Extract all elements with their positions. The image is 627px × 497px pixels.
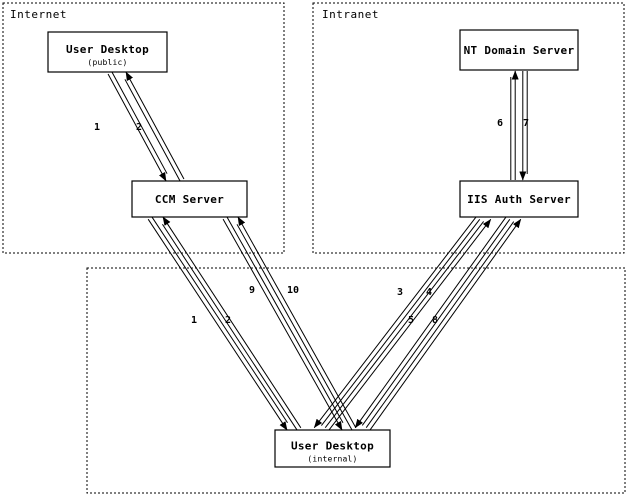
- edge-line-primary: [125, 71, 185, 180]
- edge-e9-ccm-down: [222, 216, 344, 431]
- edge-line-primary: [237, 216, 357, 429]
- edge-label-e3-iis-down: 3: [397, 287, 403, 298]
- edge-e1-internal-up: [147, 216, 288, 431]
- node-box-ccm-server[interactable]: [131, 180, 248, 218]
- edge-line-primary: [107, 73, 167, 182]
- edge-e7-nt-to-iis: [519, 71, 528, 181]
- edge-line-secondary: [226, 216, 344, 423]
- edge-line-secondary: [361, 218, 511, 426]
- edge-e2-ccm-to-public: [124, 71, 185, 182]
- edge-e4-internal-to-iis: [324, 218, 492, 431]
- edge-labels-layer: 1 2 1 2 9 10 3 4 5 8 6 7: [94, 118, 529, 326]
- edge-line-primary: [328, 218, 492, 431]
- edge-e6-iis-to-nt: [510, 70, 519, 180]
- node-box-user-desktop-public[interactable]: [47, 31, 168, 73]
- node-user-desktop-public[interactable]: User Desktop (public): [47, 31, 168, 73]
- edge-e5-iis-down-2: [354, 216, 511, 429]
- edge-label-e8-internal-to-iis: 8: [432, 315, 438, 326]
- node-box-nt-domain-server[interactable]: [459, 29, 579, 71]
- edge-e3-iis-down: [313, 216, 481, 429]
- edge-line-secondary: [236, 224, 353, 431]
- node-box-iis-auth-server[interactable]: [459, 180, 579, 218]
- node-ccm-server[interactable]: CCM Server: [131, 180, 248, 218]
- nodes-layer: User Desktop (public) CCM Server NT Domain …: [47, 29, 579, 468]
- edge-label-e10-internal-up: 10: [287, 285, 299, 296]
- zone-boundary-intranet: [312, 2, 625, 254]
- edge-label-e1-public-to-ccm: 1: [94, 122, 100, 133]
- edge-label-e6-iis-to-nt: 6: [497, 118, 503, 129]
- zone-boundary-local: [86, 267, 626, 494]
- node-box-user-desktop-internal[interactable]: [274, 429, 391, 468]
- edge-e2-internal-down: [162, 216, 302, 431]
- node-title-user-desktop-internal: User Desktop: [291, 440, 374, 453]
- edge-e1-public-to-ccm: [107, 71, 168, 182]
- edge-line-secondary: [162, 223, 298, 431]
- edge-e10-internal-up: [236, 216, 357, 431]
- node-title-ccm-server: CCM Server: [155, 193, 224, 206]
- zone-label-intranet: Intranet: [322, 8, 379, 21]
- edge-line-secondary: [324, 221, 484, 428]
- node-subtitle-user-desktop-public: (public): [87, 58, 127, 67]
- node-user-desktop-internal[interactable]: User Desktop (internal): [274, 429, 391, 468]
- node-title-nt-domain-server: NT Domain Server: [464, 44, 575, 57]
- edge-label-e1-internal-up: 1: [191, 315, 197, 326]
- edge-label-e9-ccm-down: 9: [249, 285, 255, 296]
- edge-label-e7-nt-to-iis: 7: [523, 118, 529, 129]
- edge-label-e2-internal-down: 2: [225, 315, 231, 326]
- edge-label-e4-internal-to-iis: 4: [426, 287, 432, 298]
- edge-line-primary: [354, 216, 507, 429]
- edges-layer: [107, 70, 528, 431]
- edge-label-e5-iis-down-2: 5: [408, 315, 414, 326]
- edge-line-primary: [369, 218, 522, 431]
- zone-boundary-internet: [2, 2, 285, 254]
- edge-line-primary: [147, 218, 288, 431]
- edge-line-primary: [313, 216, 477, 429]
- edge-label-e2-ccm-to-public: 2: [136, 122, 142, 133]
- edge-line-secondary: [321, 219, 481, 426]
- node-subtitle-user-desktop-internal: (internal): [307, 455, 357, 464]
- edge-line-secondary: [111, 71, 168, 174]
- node-iis-auth-server[interactable]: IIS Auth Server: [459, 180, 579, 218]
- zone-label-internet: Internet: [10, 8, 67, 21]
- edge-line-secondary: [124, 79, 181, 182]
- edge-line-secondary: [365, 221, 515, 429]
- node-title-user-desktop-public: User Desktop: [66, 43, 149, 56]
- node-nt-domain-server[interactable]: NT Domain Server: [459, 29, 579, 71]
- edge-line-primary: [162, 216, 302, 429]
- edge-line-secondary: [151, 216, 288, 424]
- edge-line-primary: [222, 218, 343, 431]
- edge-e8-internal-to-iis: [365, 218, 522, 431]
- node-title-iis-auth-server: IIS Auth Server: [467, 193, 571, 206]
